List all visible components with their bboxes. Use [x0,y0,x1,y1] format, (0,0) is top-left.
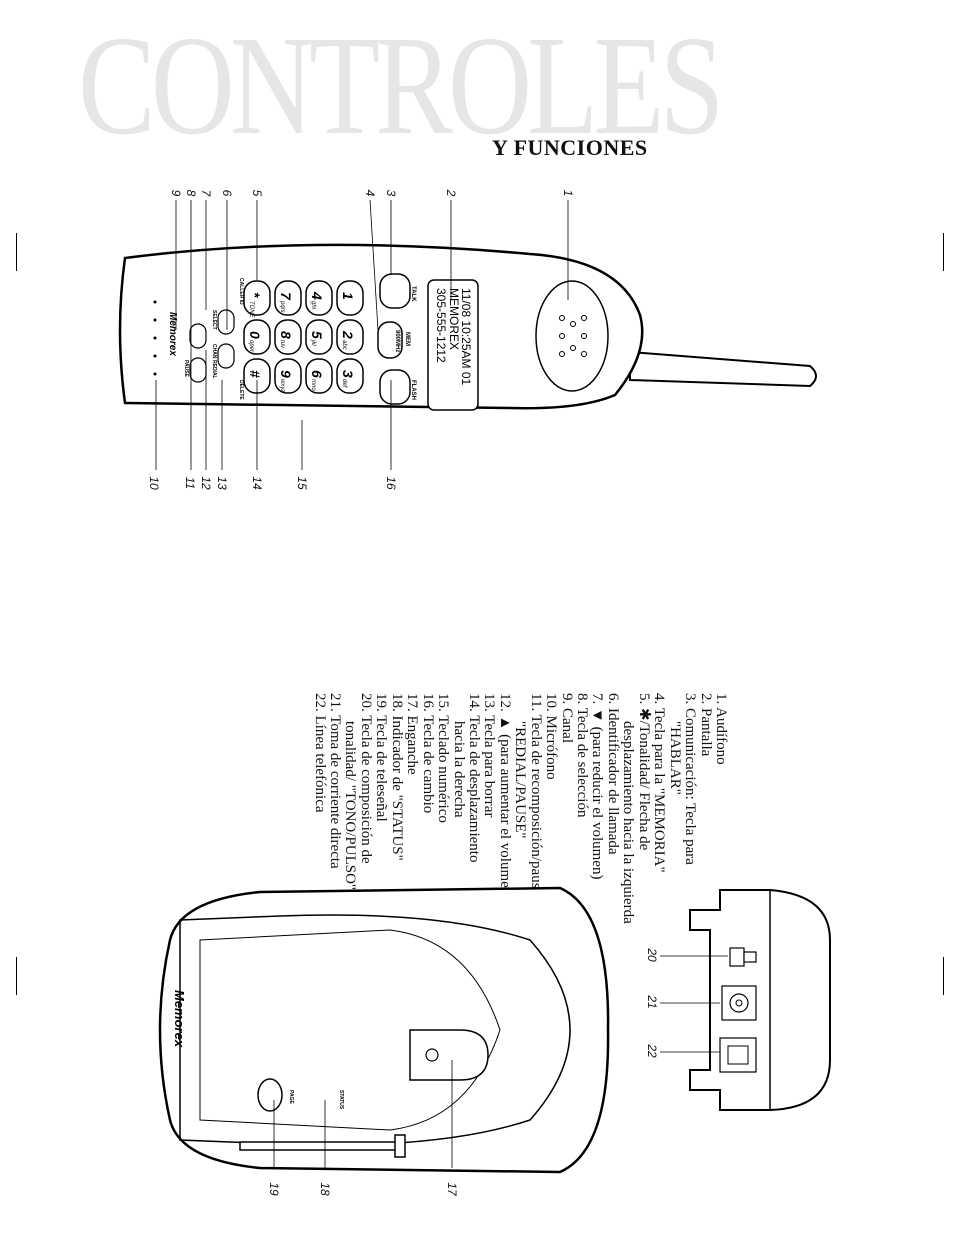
svg-text:MEM: MEM [404,332,410,346]
keypad-letters: pqrs [279,300,285,313]
crop-mark [16,233,17,271]
crop-mark [943,233,944,271]
callout-1: 1 [561,189,575,197]
keypad-digit: 7 [278,292,294,301]
keypad-letters: jkl [310,339,316,346]
select-key [217,309,235,335]
base-brand: Memorex [172,990,187,1048]
keypad-letters: mno [310,379,316,391]
page-subtitle: Y FUNCIONES [492,135,648,160]
callout-10: 10 [147,476,161,490]
callout-4: 4 [363,189,377,197]
keypad-digit: 9 [278,370,294,378]
callout-2: 2 [444,189,458,197]
svg-text:900MHz: 900MHz [394,330,400,352]
handset-antenna [629,350,817,388]
handset-callouts [155,199,569,470]
talk-key [379,273,411,309]
chan-key [217,343,235,369]
page-title: CONTROLES [78,6,724,164]
svg-text:TALK: TALK [410,286,416,302]
svg-text:DELETE: DELETE [238,380,244,400]
base-side-view [660,889,831,1111]
svg-text:PAGE: PAGE [288,1090,294,1104]
page-button [257,1078,283,1112]
keypad-letters: ghi [310,301,316,310]
svg-text:STATUS: STATUS [338,1090,344,1110]
crop-mark [16,957,17,995]
callout-21: 21 [645,995,659,1009]
keypad-letters: def [341,379,347,389]
svg-text:FLASH: FLASH [410,380,416,400]
svg-text:CALLER ID: CALLER ID [238,278,244,305]
callout-3: 3 [384,189,398,197]
keypad-key: * TONE [243,280,271,319]
keypad-letters: abc [341,340,347,350]
keypad-letters: TONE [248,301,254,319]
callout-16: 16 [384,476,398,490]
svg-text:REDIAL: REDIAL [211,360,217,379]
svg-text:SELECT: SELECT [211,310,217,330]
svg-text:PAUSE: PAUSE [183,360,189,378]
phone-line-jack [719,1037,757,1073]
keypad-digit: 2 [340,330,356,339]
keypad-digit: * [247,292,263,298]
keypad-letters: tuv [279,340,285,349]
callout-9: 9 [169,189,183,197]
callout-5: 5 [250,189,264,197]
base-callouts [273,1060,453,1168]
pause-key [189,323,207,349]
display-line1: 11/08 10:25AM 01 [459,288,473,386]
keypad-key: 1 [336,280,364,316]
callout-11: 11 [183,476,197,490]
keypad-digit: 3 [340,370,356,378]
display-line3: 305-555-1212 [434,288,448,363]
keypad-digit: 4 [309,291,325,300]
dc-jack [721,985,757,1021]
callout-20: 20 [645,948,659,962]
keypad-letters: wxyz [279,379,285,392]
svg-text:CHAN: CHAN [211,344,217,359]
earpiece [535,280,609,392]
callout-19: 19 [267,1182,281,1196]
keypad-digit: 8 [278,331,294,339]
keypad-digit: 6 [309,370,325,378]
callout-18: 18 [318,1182,332,1196]
callout-15: 15 [295,476,309,490]
keypad-letters: oper [248,340,254,353]
mem-key [377,321,403,359]
crop-mark [943,957,944,995]
callout-14: 14 [250,476,264,490]
keypad-digit: 1 [340,292,356,300]
keypad-digit: 5 [309,331,325,339]
callout-13: 13 [215,476,229,490]
base-illustration: PAGE STATUS Memorex [158,886,610,1174]
keypad-digit: 0 [247,331,263,339]
tone-pulse-switch [729,947,745,967]
handset-illustration: 11/08 10:25AM 01 MEMOREX 305-555-1212 TA… [118,243,817,411]
hook-clip [409,1029,489,1081]
flash-key [379,369,411,405]
callout-8: 8 [184,189,198,197]
side-outline [689,889,831,1111]
handset-brand: Memorex [167,312,178,356]
callout-6: 6 [220,189,234,197]
handset-display [427,279,479,411]
callout-12: 12 [199,476,213,490]
display-line2: MEMOREX [447,288,461,350]
keypad-digit: # [247,370,263,378]
callout-22: 22 [645,1044,659,1058]
callout-17: 17 [445,1182,459,1196]
callout-7: 7 [199,189,213,197]
